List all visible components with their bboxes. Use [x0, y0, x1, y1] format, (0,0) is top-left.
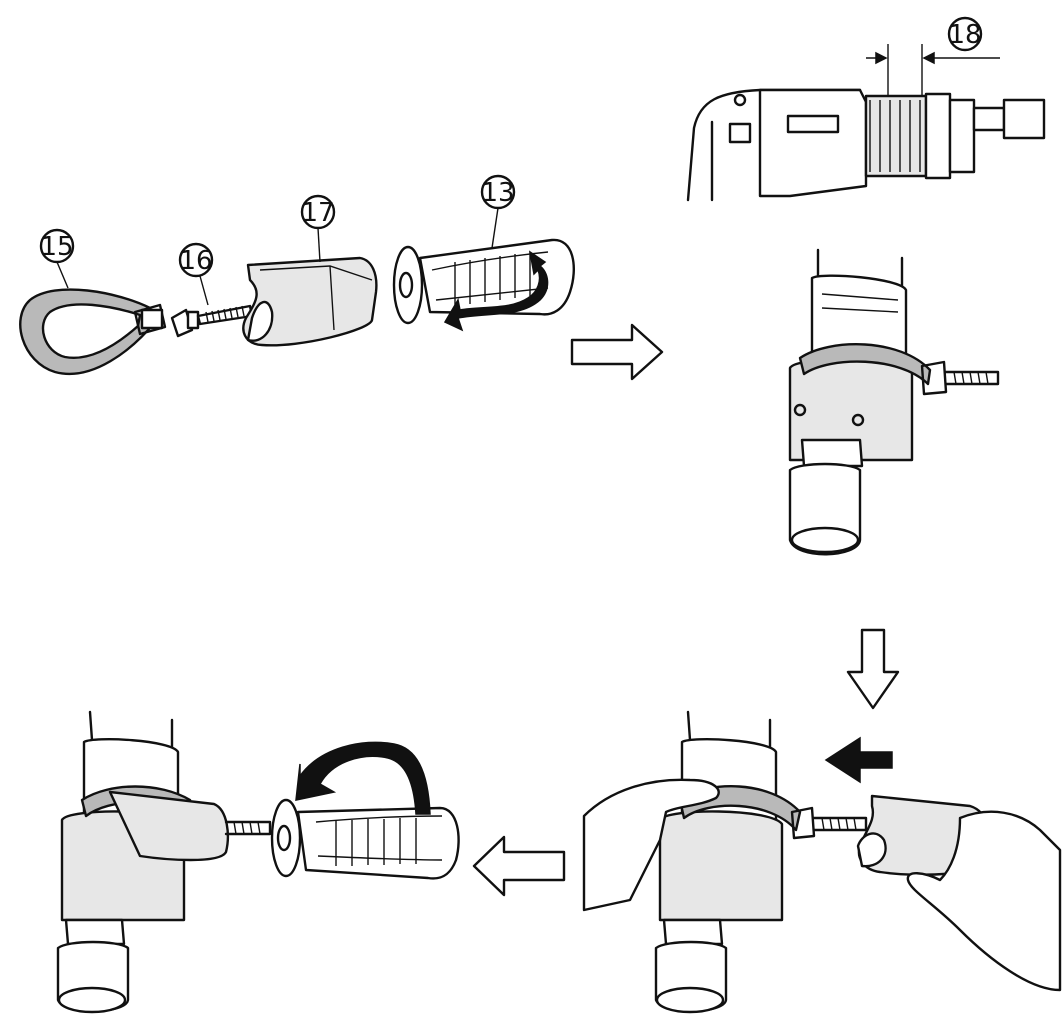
breaker-side-view: [686, 88, 1046, 202]
dimension-18-indicator: 18: [866, 16, 1000, 96]
callout-17: 17: [300, 194, 336, 263]
svg-text:17: 17: [301, 198, 334, 228]
grip-base-part: [242, 256, 378, 347]
svg-text:15: 15: [40, 232, 73, 262]
breaker-with-handle-view: [56, 710, 272, 1014]
bolt-part: [170, 304, 254, 338]
outline-arrow-down-icon: [846, 628, 900, 710]
outline-arrow-left-icon: [472, 835, 566, 897]
solid-arrow-left-icon: [824, 736, 893, 784]
final-side-handle-part: [270, 798, 460, 880]
outline-arrow-right-icon: [570, 323, 664, 381]
side-strap-part: [19, 288, 167, 375]
breaker-with-strap-view: [788, 248, 1000, 556]
svg-text:16: 16: [179, 246, 212, 276]
svg-text:18: 18: [948, 20, 981, 50]
svg-text:13: 13: [481, 178, 514, 208]
curved-arrow-screw-in-icon: [443, 250, 549, 332]
left-hand-illustration: [582, 778, 720, 912]
exploded-parts-group: 15 16 17: [19, 174, 575, 375]
curved-arrow-screw-out-icon: [295, 741, 431, 815]
right-hand-illustration: [906, 810, 1062, 992]
callout-16: 16: [178, 242, 214, 306]
callout-13: 13: [480, 174, 516, 249]
callout-15: 15: [39, 228, 75, 289]
